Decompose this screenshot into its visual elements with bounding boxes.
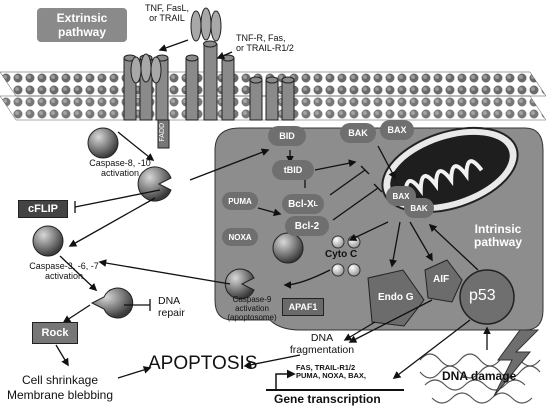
arrow-cytoc-casp9 bbox=[283, 269, 331, 289]
cytoc-label: Cyto C bbox=[325, 249, 358, 260]
endog-shape bbox=[367, 269, 425, 327]
gene-transcription-label: Gene transcription bbox=[274, 392, 381, 406]
arrow-casp8-casp3 bbox=[68, 197, 156, 247]
caspase3-label: Caspase-3, -6, -7 activation bbox=[29, 261, 99, 281]
dna-repair-label: DNA repair bbox=[158, 295, 185, 319]
arrow-mito-aif bbox=[409, 221, 433, 262]
caspase9-active bbox=[224, 268, 255, 300]
arrow-casp8-to-bid bbox=[189, 148, 270, 181]
apaf1-box: APAF1 bbox=[282, 298, 324, 316]
caspase8-ball bbox=[87, 127, 119, 159]
bak-node-mito: BAK bbox=[404, 198, 434, 218]
arrow-casp3-rock bbox=[62, 304, 91, 323]
lightning-bolt bbox=[493, 329, 540, 397]
arrow-ligand-receptor bbox=[158, 39, 189, 52]
cell-changes-label: Cell shrinkage Membrane blebbing bbox=[6, 373, 114, 402]
arrow-bak-bax bbox=[377, 145, 396, 180]
noxa-node: NOXA bbox=[222, 228, 258, 246]
extrinsic-label: Extrinsic pathway bbox=[37, 8, 127, 42]
arrow-p53-gene bbox=[392, 319, 471, 379]
caspase9-label: Caspase-9 activation (apoptosome) bbox=[227, 295, 277, 322]
arrow-dnafrag-apoptosis bbox=[243, 354, 301, 369]
arrow-aif-dnafrag bbox=[348, 299, 433, 343]
cflip-box: cFLIP bbox=[18, 200, 68, 218]
inhibit-cflip bbox=[74, 189, 161, 208]
bid-node: BID bbox=[268, 126, 306, 146]
arrow-casp9-casp3 bbox=[98, 259, 231, 285]
rock-box: Rock bbox=[32, 322, 78, 344]
caspase3-active bbox=[90, 287, 134, 319]
tbid-node: tBID bbox=[272, 160, 314, 180]
arrow-cell-apoptosis bbox=[117, 366, 152, 379]
arrow-casp8-activation bbox=[117, 131, 155, 161]
caspase8-label: Caspase-8, -10 activation bbox=[89, 158, 151, 178]
bak-node-top: BAK bbox=[340, 123, 376, 143]
ligand-trimer-free bbox=[190, 7, 222, 42]
apoptosis-label: APOPTOSIS bbox=[148, 353, 258, 374]
arrow-mito-endog bbox=[389, 221, 401, 268]
ligand-label: TNF, FasL, or TRAIL bbox=[144, 3, 189, 23]
arrow-bax-cytoc bbox=[348, 221, 389, 241]
p53-node bbox=[459, 269, 515, 325]
aif-label: AIF bbox=[433, 274, 450, 285]
receptor-label: TNF-R, Fas, or TRAIL-R1/2 bbox=[236, 33, 294, 53]
fadd-box bbox=[157, 119, 170, 149]
bax-node-top: BAX bbox=[380, 120, 414, 140]
cytoc-release-ball bbox=[272, 232, 304, 264]
p53-label: p53 bbox=[469, 287, 496, 304]
arrow-casp3-activation bbox=[59, 255, 98, 292]
aif-shape bbox=[424, 259, 463, 303]
endog-label: Endo G bbox=[378, 292, 414, 303]
arrow-puma-bclxl bbox=[257, 207, 282, 217]
bcl2-node: Bcl-2 bbox=[285, 216, 329, 236]
intrinsic-label: Intrinsic pathway bbox=[474, 222, 523, 250]
arrow-tbid-bak bbox=[314, 159, 357, 171]
gene-targets-label: FAS, TRAIL-R1/2 PUMA, NOXA, BAX, bbox=[296, 363, 367, 381]
arrow-rock-cell bbox=[55, 344, 69, 367]
dna-fragmentation-label: DNA fragmentation bbox=[289, 332, 355, 356]
ligand-trimer-bound bbox=[130, 53, 162, 84]
caspase3-ball bbox=[32, 225, 64, 257]
arrow-receptor-label bbox=[216, 51, 233, 60]
fadd-label: FADD bbox=[159, 123, 166, 142]
puma-node: PUMA bbox=[222, 192, 258, 210]
mitochondrion bbox=[381, 126, 519, 214]
dna-damage-label: DNA damage bbox=[442, 369, 517, 383]
arrow-p53-mito bbox=[428, 223, 479, 271]
inhibit-bcl-bax bbox=[332, 187, 379, 221]
inhibit-bcl-bak bbox=[329, 169, 366, 196]
